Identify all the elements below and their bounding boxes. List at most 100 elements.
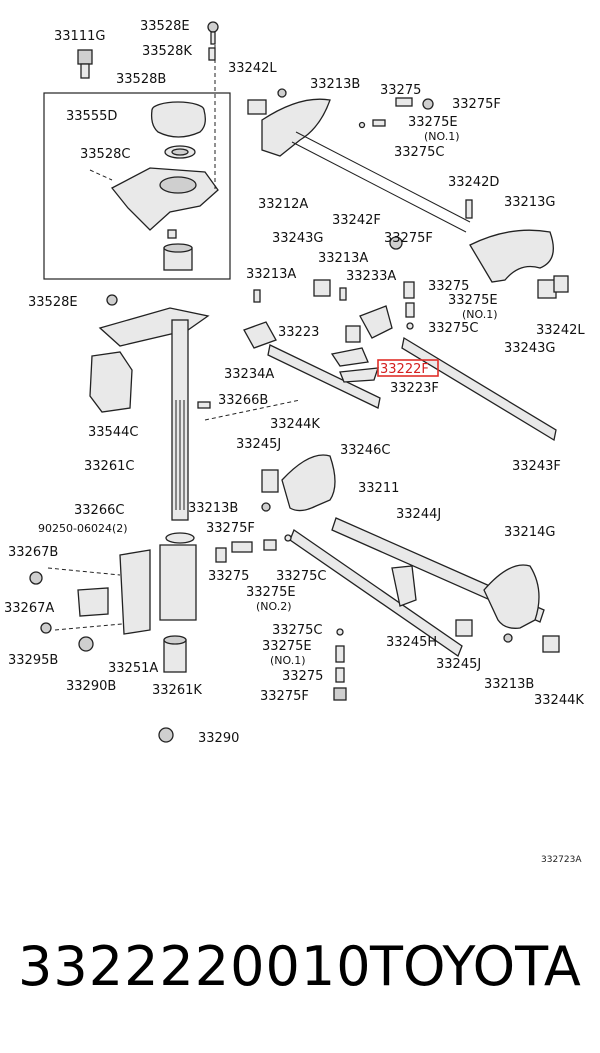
- label-33251a: 33251A: [108, 661, 158, 676]
- pin-33242d: [465, 199, 473, 219]
- label-33528c: 33528C: [80, 147, 130, 162]
- seal-33528c-inner: [171, 148, 189, 156]
- label-33275-d: 33275: [282, 669, 323, 684]
- pin-33275-b: [403, 281, 415, 299]
- shaft-33243f: [401, 336, 557, 442]
- fork-33214g: [483, 564, 540, 629]
- fork-33213g: [469, 229, 554, 283]
- bolt-33111g-shank: [80, 63, 90, 79]
- label-33214g: 33214G: [504, 525, 555, 540]
- plug-33275f-c: [215, 547, 227, 563]
- shift-lever-housing-group: [43, 21, 231, 280]
- bushing-33261k-top: [163, 635, 187, 645]
- label-33528k: 33528K: [142, 44, 192, 59]
- bushing-33245j-b: [455, 619, 473, 637]
- leader: [89, 169, 113, 181]
- label-33290b: 33290B: [66, 679, 116, 694]
- label-33261c: 33261C: [84, 459, 134, 474]
- label-33528e-mid: 33528E: [28, 295, 78, 310]
- leader: [204, 399, 301, 421]
- label-33213b-b: 33213B: [188, 501, 238, 516]
- label-33275c-a: 33275C: [394, 145, 444, 160]
- bolt-33111g: [77, 49, 93, 65]
- part-number: 3322220010: [18, 935, 372, 998]
- catalog-reference: 332723A: [541, 855, 582, 865]
- screw-33213b-b: [261, 502, 271, 512]
- label-90250: 90250-06024(2): [38, 522, 128, 535]
- label-33242d: 33242D: [448, 175, 499, 190]
- interlock-33222f: [330, 347, 369, 367]
- label-33212a: 33212A: [258, 197, 308, 212]
- label-33245h: 33245H: [386, 635, 437, 650]
- label-33233a: 33233A: [346, 269, 396, 284]
- label-33555d: 33555D: [66, 109, 117, 124]
- spring-33275e-d: [335, 645, 345, 663]
- screw-33213b: [277, 88, 287, 98]
- block-33544c: [89, 351, 133, 413]
- label-33528b: 33528B: [116, 72, 166, 87]
- label-33213b-c: 33213B: [484, 677, 534, 692]
- switch-33290: [158, 727, 174, 743]
- housing-boss: [159, 176, 197, 194]
- label-33528e-top: 33528E: [140, 19, 190, 34]
- bracket-33267a: [77, 587, 109, 617]
- fork-33212a: [261, 98, 331, 157]
- highlight-box: [377, 359, 439, 377]
- label-33266c: 33266C: [74, 503, 124, 518]
- label-33244k-a: 33244K: [270, 417, 320, 432]
- pin-33266b: [197, 401, 211, 409]
- label-33246c: 33246C: [340, 443, 390, 458]
- assembly-box: [43, 92, 231, 280]
- label-33275e-c: 33275E: [246, 585, 296, 600]
- plug-33275f-d: [333, 687, 347, 701]
- label-no1-c: (NO.1): [270, 654, 306, 667]
- label-no2: (NO.2): [256, 600, 292, 613]
- label-33267b: 33267B: [8, 545, 58, 560]
- spring-33275e-c: [263, 539, 277, 551]
- label-33211: 33211: [358, 481, 399, 496]
- inner-shift-group: [243, 279, 557, 442]
- label-33275e-d: 33275E: [262, 639, 312, 654]
- label-33275-b: 33275: [428, 279, 469, 294]
- switch-33290b: [78, 636, 94, 652]
- ball-33275c-b: [406, 322, 414, 330]
- label-no1-a: (NO.1): [424, 130, 460, 143]
- spring-33275e-b: [405, 302, 415, 318]
- label-33213g: 33213G: [504, 195, 555, 210]
- label-33295b: 33295B: [8, 653, 58, 668]
- label-33245j-a: 33245J: [236, 437, 281, 452]
- label-33242l-a: 33242L: [228, 61, 277, 76]
- bushing-33245j: [261, 469, 279, 493]
- part-labels: 33111G 33528E 33528K 33528B 33555D 33528…: [4, 19, 585, 746]
- pin-33275-c: [231, 541, 253, 553]
- bushing-33242l-b: [537, 279, 557, 299]
- label-33242l-b: 33242L: [536, 323, 585, 338]
- label-33111g: 33111G: [54, 29, 105, 44]
- collar-33223: [345, 325, 361, 343]
- label-33275f-d: 33275F: [260, 689, 309, 704]
- label-33234a: 33234A: [224, 367, 274, 382]
- leader: [54, 623, 123, 631]
- pin-33213a-b: [339, 287, 347, 301]
- label-33213a-b: 33213A: [246, 267, 296, 282]
- label-33275e-a: 33275E: [408, 115, 458, 130]
- ball-33275c-d: [336, 628, 344, 636]
- brand-name: TOYOTA: [370, 935, 581, 998]
- stop-block: [391, 565, 417, 607]
- bushing-33244k-b: [542, 635, 560, 653]
- interlock-33223f: [339, 367, 379, 383]
- label-33244j: 33244J: [396, 507, 441, 522]
- lever-33233a: [359, 305, 393, 339]
- lever-plate: [98, 307, 210, 347]
- fork-shaft-upper-group: [247, 88, 473, 233]
- label-33261k: 33261K: [152, 683, 202, 698]
- housing-33251a: [119, 549, 151, 635]
- clip-33234a: [243, 321, 277, 349]
- screw-33213b-c: [503, 633, 513, 643]
- label-33275e-b: 33275E: [448, 293, 498, 308]
- shaft-33242f-top: [295, 131, 471, 223]
- label-33222f-highlighted: 33222F: [380, 362, 429, 377]
- bushing-33243g-b: [553, 275, 569, 293]
- label-33266b: 33266B: [218, 393, 268, 408]
- bolt-33528e: [106, 294, 118, 306]
